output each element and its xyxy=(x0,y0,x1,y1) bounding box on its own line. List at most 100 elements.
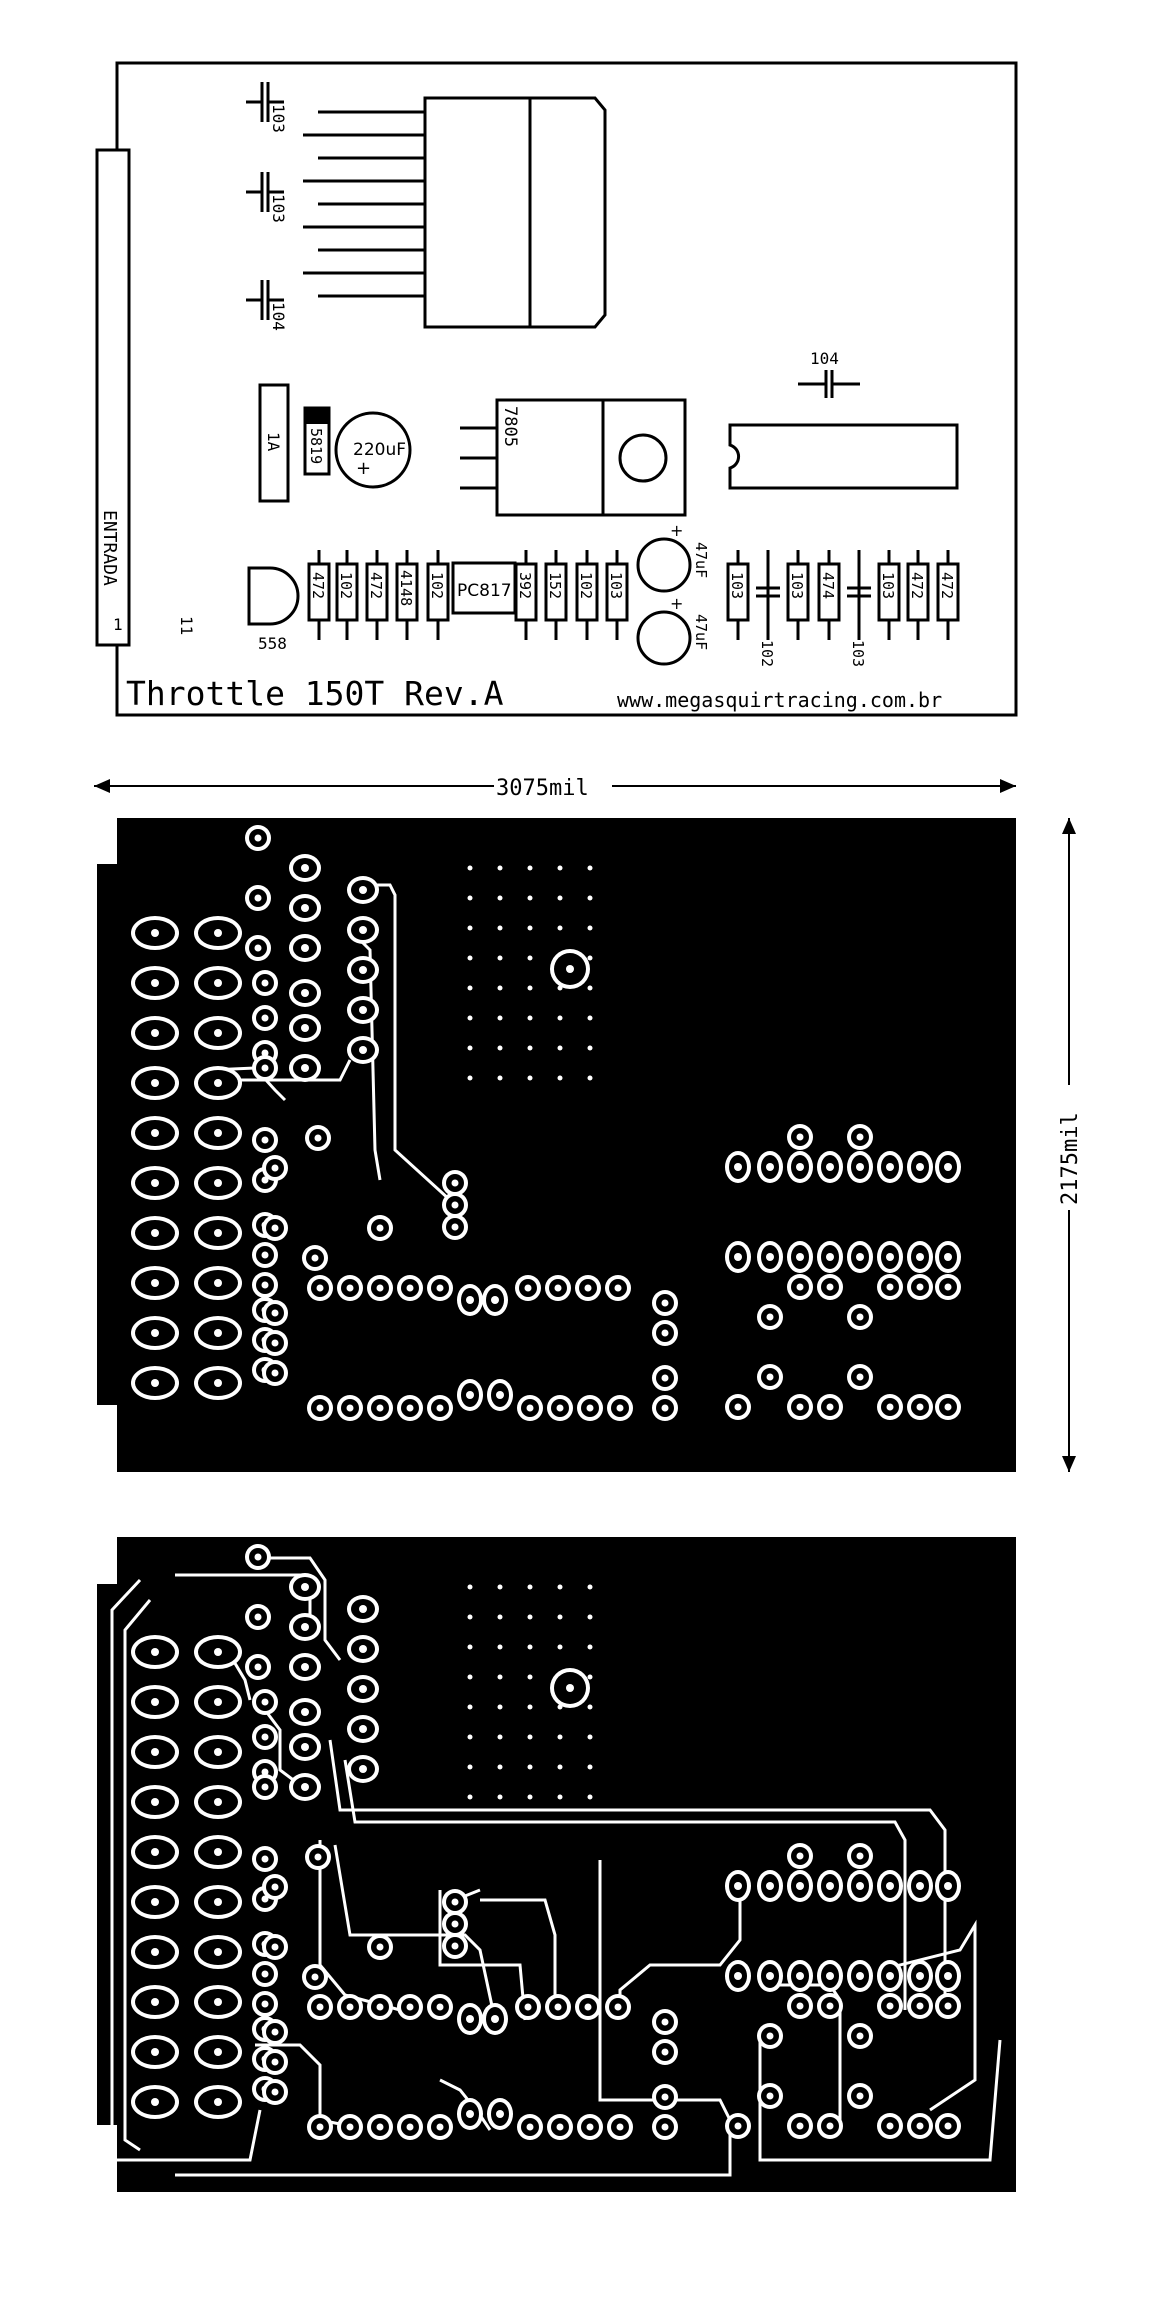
thermal-via xyxy=(587,1045,593,1051)
thermal-via xyxy=(557,895,563,901)
pad-hole xyxy=(214,1179,222,1187)
pad-hole xyxy=(796,1882,804,1890)
pad-hole xyxy=(346,2003,354,2011)
transistor-label: 558 xyxy=(258,634,287,653)
bottom-traces xyxy=(110,1556,1002,2177)
pad-hole xyxy=(734,1972,742,1980)
pad-hole xyxy=(886,1403,894,1411)
pad-hole xyxy=(359,886,367,894)
pad-hole xyxy=(346,1284,354,1292)
pad-hole xyxy=(614,2003,622,2011)
pad-hole xyxy=(554,2003,562,2011)
pad-hole xyxy=(359,1006,367,1014)
pad-hole xyxy=(436,2003,444,2011)
thermal-via xyxy=(557,1734,563,1740)
pad-hole xyxy=(916,2122,924,2130)
thermal-via xyxy=(497,1045,503,1051)
pad-hole xyxy=(734,1882,742,1890)
pad-hole xyxy=(766,2092,774,2100)
power-ic xyxy=(303,96,607,329)
pad-hole xyxy=(796,1972,804,1980)
pad-hole xyxy=(214,1748,222,1756)
thermal-via xyxy=(557,1614,563,1620)
thermal-via xyxy=(467,1075,473,1081)
pad-hole xyxy=(151,1748,159,1756)
pad-hole xyxy=(214,1898,222,1906)
pad-hole xyxy=(301,1663,309,1671)
thermal-via xyxy=(587,925,593,931)
pad-hole xyxy=(151,1898,159,1906)
pad-hole xyxy=(254,894,262,902)
pad-hole xyxy=(614,1284,622,1292)
pad-hole xyxy=(271,2028,279,2036)
pad-hole xyxy=(406,2003,414,2011)
pad-hole xyxy=(524,1284,532,1292)
pad-hole xyxy=(916,1972,924,1980)
pad-hole xyxy=(886,1283,894,1291)
pad-hole xyxy=(554,1284,562,1292)
pad-hole xyxy=(886,2122,894,2130)
pad-hole xyxy=(316,2003,324,2011)
pad-hole xyxy=(436,1404,444,1412)
thermal-via xyxy=(527,895,533,901)
pad-hole xyxy=(376,2123,384,2131)
pad-hole xyxy=(466,1391,474,1399)
fuse-label: 1A xyxy=(264,432,283,452)
pad-hole xyxy=(376,2003,384,2011)
pad-hole xyxy=(944,1972,952,1980)
pad-hole xyxy=(886,1882,894,1890)
pad-hole xyxy=(151,1229,159,1237)
pad-hole xyxy=(451,1223,459,1231)
bottom-vias xyxy=(467,1584,593,1800)
pad-hole xyxy=(526,1404,534,1412)
pad-hole xyxy=(406,1404,414,1412)
pad-hole xyxy=(261,2000,269,2008)
pad-hole xyxy=(826,1163,834,1171)
thermal-via xyxy=(527,955,533,961)
pad-hole xyxy=(524,2003,532,2011)
pad-hole xyxy=(496,1391,504,1399)
elcap-small-1-label: 47uF xyxy=(692,542,710,578)
thermal-via xyxy=(497,985,503,991)
cap-right: 104 xyxy=(798,349,860,398)
pad-hole xyxy=(254,1613,262,1621)
thermal-via xyxy=(587,955,593,961)
elcap-small-1-plus: + xyxy=(670,521,683,540)
cap-top-3-label: 104 xyxy=(269,302,288,331)
pad-hole xyxy=(661,1299,669,1307)
pad-hole xyxy=(661,1404,669,1412)
resistor-mid-2: 152 xyxy=(546,572,564,599)
resistor-left-3: 472 xyxy=(367,572,385,599)
thermal-via xyxy=(467,1704,473,1710)
pad-hole xyxy=(436,1284,444,1292)
pad-hole xyxy=(214,1079,222,1087)
pad-hole xyxy=(856,1972,864,1980)
pad-hole xyxy=(826,2002,834,2010)
pad-hole xyxy=(214,1848,222,1856)
pad-hole xyxy=(796,1283,804,1291)
fuse-outline xyxy=(258,383,290,503)
elcap-big-outline xyxy=(334,411,412,489)
pad-hole xyxy=(151,1948,159,1956)
pad-hole xyxy=(916,1163,924,1171)
pad-hole xyxy=(491,2015,499,2023)
cap-top-2: 103 xyxy=(246,172,288,223)
pad-hole xyxy=(886,1163,894,1171)
pad-hole xyxy=(856,1313,864,1321)
pad-hole xyxy=(856,2032,864,2040)
transistor-outline xyxy=(247,566,300,626)
pad-hole xyxy=(766,1972,774,1980)
pad-hole xyxy=(856,1133,864,1141)
pad-hole xyxy=(271,1164,279,1172)
pad-hole xyxy=(261,1176,269,1184)
regulator-label: 7805 xyxy=(500,406,520,447)
resistor-row-right xyxy=(726,550,960,640)
pad-hole xyxy=(826,1972,834,1980)
pad-hole xyxy=(376,1404,384,1412)
thermal-via xyxy=(587,1015,593,1021)
pad-hole xyxy=(151,929,159,937)
pad-hole xyxy=(661,1374,669,1382)
resistor-mid-3: 102 xyxy=(577,572,595,599)
pad-hole xyxy=(916,1403,924,1411)
pad-hole xyxy=(556,2123,564,2131)
